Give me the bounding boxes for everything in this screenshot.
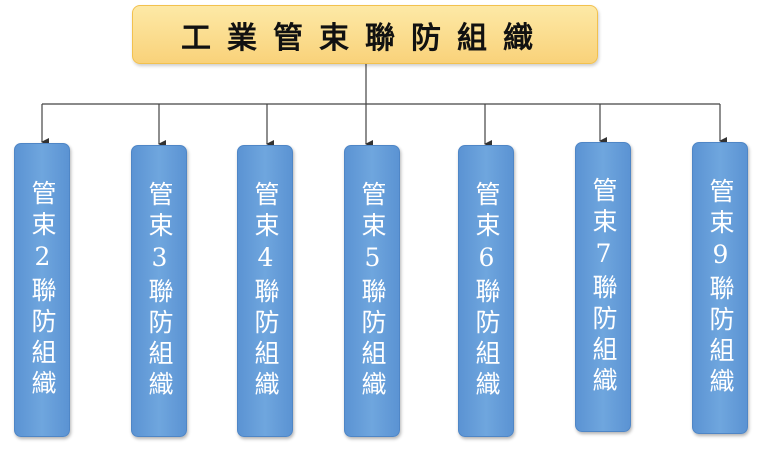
node-6: 管束7聯防組織 (575, 142, 631, 432)
node-2: 管束3聯防組織 (131, 145, 187, 437)
node-5: 管束6聯防組織 (458, 145, 514, 437)
node-4: 管束5聯防組織 (344, 145, 400, 437)
root-node-title: 工業管束聯防組織 (132, 5, 598, 64)
node-3: 管束4聯防組織 (237, 145, 293, 437)
node-7: 管束9聯防組織 (692, 142, 748, 434)
node-1: 管束2聯防組織 (14, 143, 70, 437)
